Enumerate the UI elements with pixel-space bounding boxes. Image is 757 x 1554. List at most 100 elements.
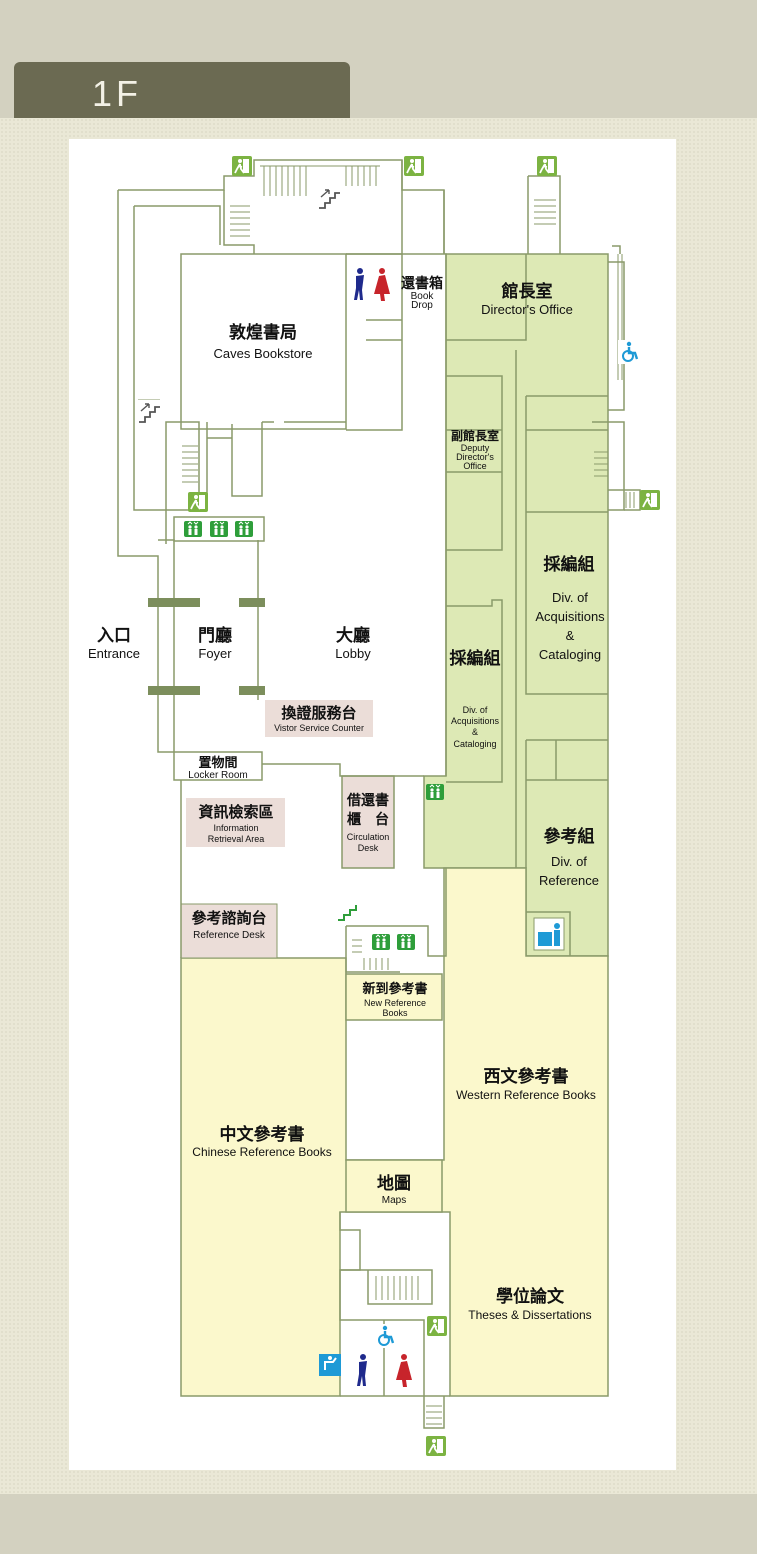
wheelchair-icon [372,1322,400,1350]
label-western-reference: 西文參考書 Western Reference Books [456,1066,596,1102]
svg-text:Office: Office [463,461,486,471]
information-desk-icon [533,917,565,951]
elevator-icon [209,520,229,538]
svg-text:Reference: Reference [539,873,599,888]
label-circulation-desk: 借還書 櫃 台 Circulation Desk [346,792,389,853]
label-lobby: 大廳 Lobby [335,625,371,661]
svg-text:New Reference: New Reference [364,998,426,1008]
floor-tab[interactable]: 1F [14,62,350,118]
svg-text:Lobby: Lobby [335,646,371,661]
svg-text:Drop: Drop [411,300,433,311]
svg-text:櫃 台: 櫃 台 [347,811,389,827]
svg-text:Western Reference Books: Western Reference Books [456,1088,596,1102]
svg-text:門廳: 門廳 [198,625,232,645]
svg-text:參考組: 參考組 [544,826,595,846]
svg-text:地圖: 地圖 [377,1173,411,1193]
svg-text:新到參考書: 新到參考書 [362,981,427,996]
floor-label: 1F [92,73,143,114]
stairs-up-icon [338,905,357,921]
wheelchair-icon [616,338,644,366]
restroom-woman-icon [374,268,390,301]
svg-text:&: & [566,628,575,643]
svg-text:採編組: 採編組 [450,648,501,668]
svg-text:Reference Desk: Reference Desk [193,930,266,941]
elevator-icon [183,520,203,538]
foyer-doors [148,598,265,695]
svg-text:Div. of: Div. of [552,590,588,605]
emergency-exit-icon [187,491,209,513]
emergency-exit-icon [426,1315,448,1337]
svg-text:中文參考書: 中文參考書 [220,1124,305,1144]
svg-text:敦煌書局: 敦煌書局 [229,322,297,342]
svg-text:學位論文: 學位論文 [496,1286,565,1306]
label-theses: 學位論文 Theses & Dissertations [468,1286,591,1322]
svg-text:Cataloging: Cataloging [453,739,496,749]
svg-text:換證服務台: 換證服務台 [281,704,356,722]
svg-text:Cataloging: Cataloging [539,647,601,662]
svg-text:Chinese Reference Books: Chinese Reference Books [192,1145,331,1159]
elevator-icon [371,933,391,951]
svg-text:入口: 入口 [97,626,131,645]
emergency-exit-icon [425,1435,447,1457]
restroom-man-icon [357,1354,367,1386]
svg-text:Div. of: Div. of [551,854,587,869]
svg-text:Caves Bookstore: Caves Bookstore [214,346,313,361]
svg-text:&: & [472,727,478,737]
svg-text:Circulation: Circulation [347,832,390,842]
label-acquisitions-left: 採編組 Div. of Acquisitions & Cataloging [450,648,501,749]
restroom-man-icon [354,268,364,300]
svg-text:借還書: 借還書 [346,792,389,808]
svg-text:Acquisitions: Acquisitions [535,609,605,624]
svg-text:Deputy: Deputy [461,443,490,453]
svg-text:館長室: 館長室 [501,281,553,301]
label-visitor-counter: 換證服務台 Vistor Service Counter [274,704,364,733]
svg-text:Theses & Dissertations: Theses & Dissertations [468,1308,591,1322]
svg-text:Acquisitions: Acquisitions [451,716,500,726]
svg-text:Book: Book [411,291,435,302]
label-entrance: 入口 Entrance [88,626,140,661]
label-deputy-director: 副館長室 Deputy Director's Office [451,428,499,471]
svg-text:Div. of: Div. of [463,705,488,715]
svg-text:Vistor Service Counter: Vistor Service Counter [274,723,364,733]
label-reference-desk: 參考諮詢台 Reference Desk [191,909,266,941]
svg-text:Foyer: Foyer [198,646,232,661]
service-areas [180,700,395,959]
label-foyer: 門廳 Foyer [198,625,232,661]
bottom-band [0,1494,757,1554]
svg-text:還書箱: 還書箱 [401,275,443,291]
emergency-exit-icon [231,155,253,177]
svg-text:Director's Office: Director's Office [481,302,573,317]
svg-text:置物間: 置物間 [198,755,237,770]
svg-text:Books: Books [382,1008,408,1018]
reference-zone [180,867,609,1397]
elevator-icon [234,520,254,538]
svg-text:資訊檢索區: 資訊檢索區 [198,803,273,821]
svg-text:Entrance: Entrance [88,646,140,661]
label-bookstore: 敦煌書局 Caves Bookstore [214,322,313,361]
svg-text:Locker Room: Locker Room [188,770,247,781]
emergency-exit-icon [403,155,425,177]
label-chinese-reference: 中文參考書 Chinese Reference Books [192,1124,331,1159]
svg-text:Retrieval Area: Retrieval Area [208,834,265,844]
svg-text:Director's: Director's [456,452,494,462]
svg-text:Maps: Maps [382,1195,406,1206]
label-acquisitions-right: 採編組 Div. of Acquisitions & Cataloging [535,554,605,662]
label-reference-division: 參考組 Div. of Reference [539,826,599,888]
label-maps: 地圖 Maps [377,1173,411,1206]
svg-text:採編組: 採編組 [544,554,595,574]
elevator-icon [396,933,416,951]
walls [117,159,641,1429]
emergency-exit-icon [536,155,558,177]
accessible-toilet-icon [319,1354,341,1376]
svg-text:Information: Information [213,823,258,833]
svg-text:參考諮詢台: 參考諮詢台 [191,909,266,927]
svg-text:Desk: Desk [358,843,379,853]
label-locker-room: 置物間 Locker Room [188,755,247,781]
label-director-office: 館長室 Director's Office [481,281,573,317]
label-new-reference: 新到參考書 New Reference Books [362,981,427,1018]
emergency-exit-icon [639,489,661,511]
stairs-icon [135,399,163,427]
stairs-icon [315,185,343,213]
label-book-drop: 還書箱 Book Drop [401,275,443,311]
